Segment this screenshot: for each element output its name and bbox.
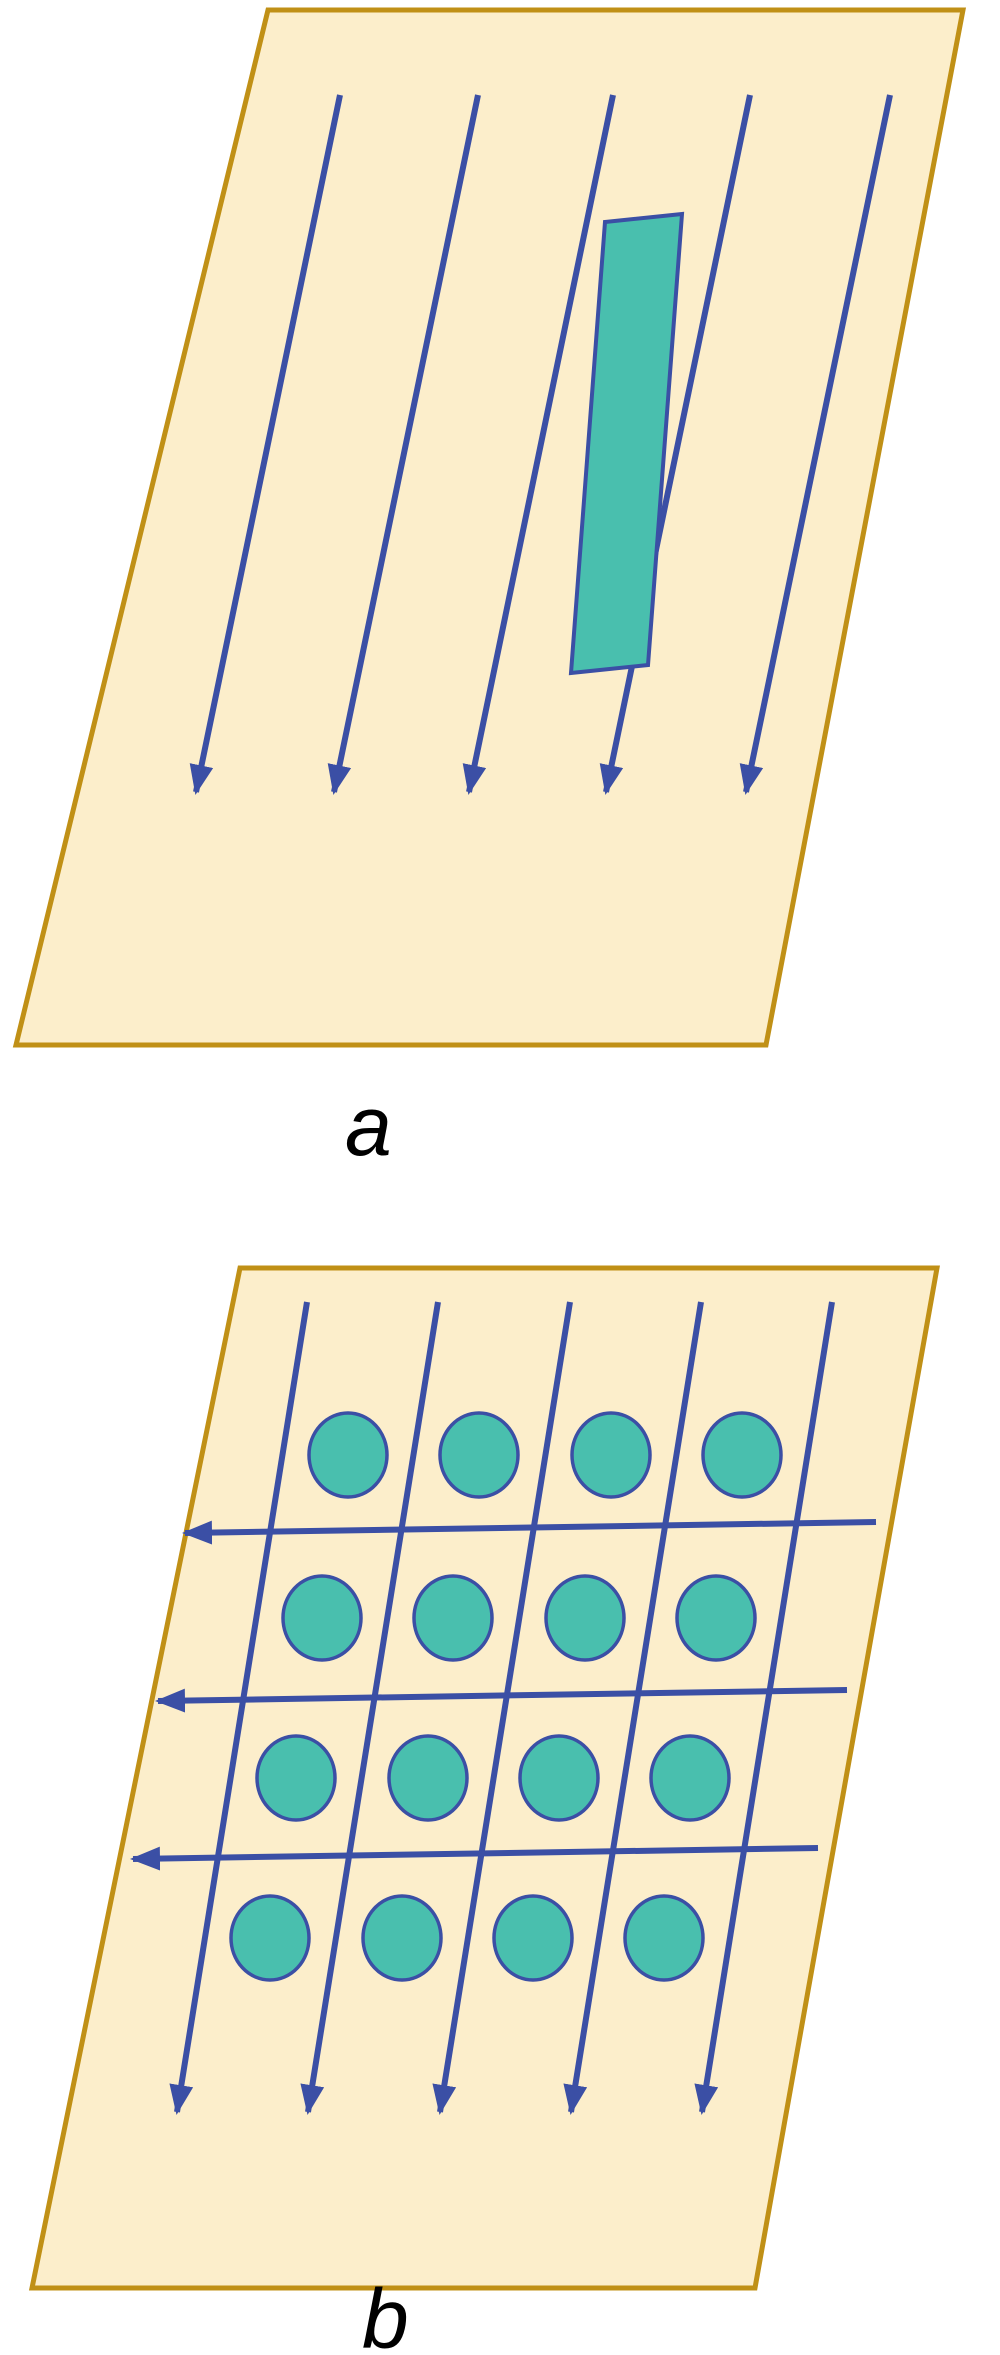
field-line	[599, 94, 753, 795]
field-lines-b-vertical	[169, 1301, 835, 2115]
field-line	[169, 1301, 310, 2115]
disc	[518, 1734, 600, 1822]
field-line	[432, 1301, 573, 2115]
field-line	[130, 1845, 819, 1871]
disc	[412, 1574, 494, 1662]
disc	[438, 1411, 520, 1499]
disc	[623, 1894, 705, 1982]
field-line	[462, 94, 616, 795]
disc	[570, 1411, 652, 1499]
disc	[492, 1894, 574, 1982]
field-line	[327, 94, 481, 795]
panel-a-label: a	[345, 1079, 392, 1173]
disc	[544, 1574, 626, 1662]
panel-b: b	[28, 1265, 940, 2355]
field-lines-a	[189, 94, 893, 795]
disc	[649, 1734, 731, 1822]
field-line	[563, 1301, 704, 2115]
field-line	[300, 1301, 441, 2115]
field-lines-b-horizontal	[130, 1519, 877, 1871]
field-line	[182, 1519, 877, 1545]
disc	[361, 1894, 443, 1982]
field-line	[155, 1687, 848, 1713]
disc	[281, 1574, 363, 1662]
field-line	[189, 94, 343, 795]
panel-b-label: b	[362, 2272, 409, 2355]
disc	[255, 1734, 337, 1822]
disc	[675, 1574, 757, 1662]
disc	[229, 1894, 311, 1982]
charged-sheet-a	[12, 7, 967, 1048]
disc	[701, 1411, 783, 1499]
disc	[307, 1411, 389, 1499]
discs-grid	[229, 1411, 783, 1982]
field-line	[739, 94, 893, 795]
disc	[387, 1734, 469, 1822]
field-line	[694, 1301, 835, 2115]
slab	[568, 211, 685, 676]
panel-a: a	[12, 7, 967, 1173]
